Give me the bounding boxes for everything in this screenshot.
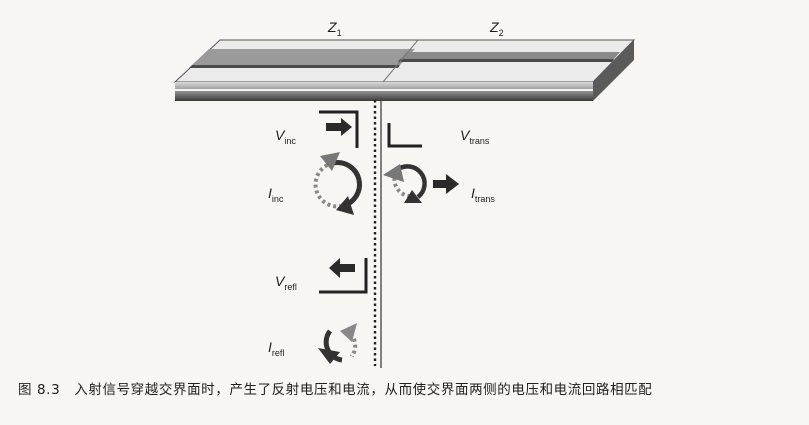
v-refl-label: Vrefl: [275, 273, 297, 292]
i-trans-arrow-icon: [433, 174, 459, 194]
v-trans-label: Vtrans: [460, 127, 490, 146]
board-right-side: [593, 40, 634, 101]
i-refl-loop-icon: [318, 323, 358, 364]
interface-line-on-board: [382, 39, 419, 83]
i-trans-loop-icon: [383, 164, 427, 203]
v-refl-step-icon: [319, 258, 368, 294]
v-inc-label: Vinc: [275, 127, 296, 146]
v-trans-step-icon: [387, 123, 422, 148]
v-inc-arrow-icon: [326, 118, 352, 136]
z1-label: Z1: [327, 19, 342, 38]
i-trans-label: Itrans: [471, 185, 495, 204]
caption-number: 图 8.3: [18, 382, 61, 398]
i-refl-label: Irefl: [268, 339, 284, 358]
trace-z1: [192, 49, 415, 65]
v-refl-arrow-icon: [329, 258, 355, 278]
board-front-face: [175, 82, 593, 101]
trace-z2: [400, 52, 620, 59]
v-inc-step-icon: [319, 110, 359, 148]
z2-label: Z2: [489, 19, 504, 38]
pcb-board: [173, 39, 636, 101]
figure-caption: 图 8.3 入射信号穿越交界面时，产生了反射电压和电流，从而使交界面两侧的电压和电…: [18, 378, 803, 398]
i-inc-loop-icon: [313, 152, 362, 215]
i-inc-label: Iinc: [268, 185, 284, 204]
caption-text: 入射信号穿越交界面时，产生了反射电压和电流，从而使交界面两侧的电压和电流回路相匹…: [74, 382, 653, 398]
